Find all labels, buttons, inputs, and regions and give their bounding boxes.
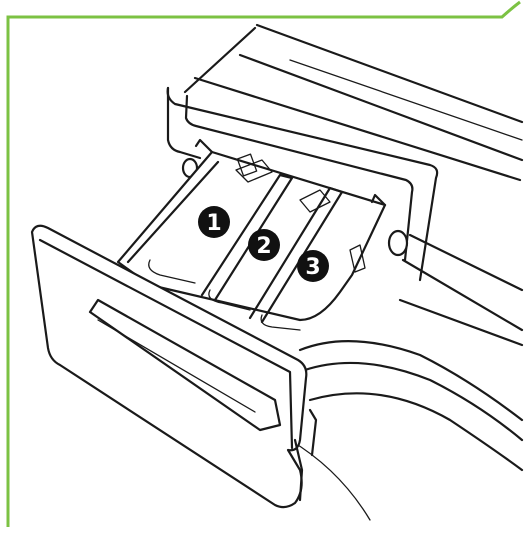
compartment-number: 3 [305, 255, 320, 280]
compartment-number: 2 [256, 234, 271, 259]
machine-base [290, 341, 522, 520]
compartment-badge-2: 2 [248, 229, 280, 261]
compartment-badge-3: 3 [297, 250, 329, 282]
compartment-badge-1: 1 [198, 206, 230, 238]
compartment-number: 1 [206, 211, 221, 236]
